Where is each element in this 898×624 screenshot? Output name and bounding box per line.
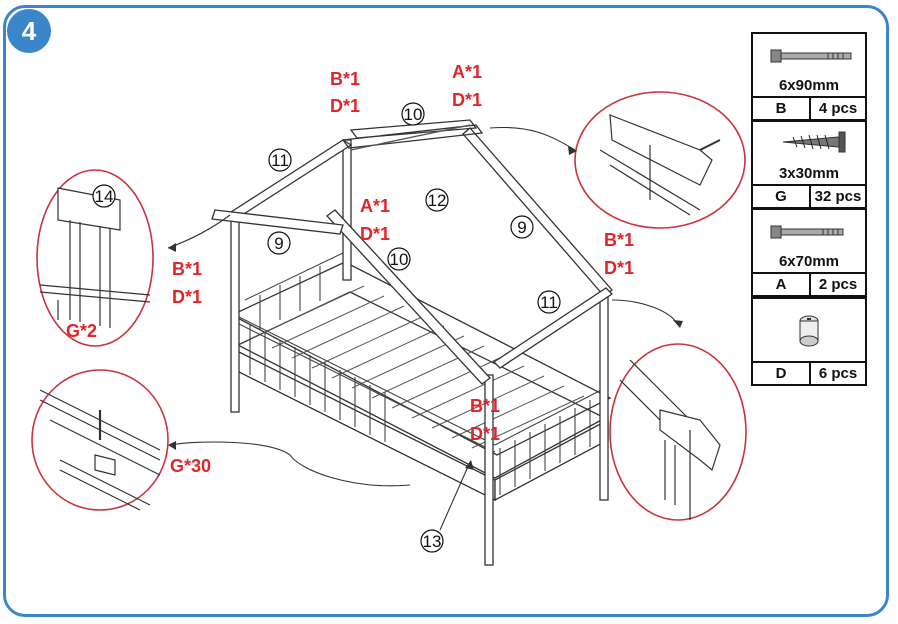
hardware-label: B*1 bbox=[470, 396, 500, 416]
hardware-qty: 32 pcs bbox=[814, 188, 862, 205]
part-marker-circle bbox=[92, 184, 116, 208]
barrel-nut-icon bbox=[753, 299, 865, 361]
hardware-box-bolt-6x70: 6x70mm A 2 pcs bbox=[751, 208, 867, 297]
hardware-label: D*1 bbox=[330, 96, 360, 116]
hardware-size: 6x90mm bbox=[778, 77, 840, 94]
hardware-size: 3x30mm bbox=[778, 165, 840, 182]
hardware-label: A*1 bbox=[360, 196, 390, 216]
part-number: 10 bbox=[390, 250, 409, 269]
hardware-code: A bbox=[753, 274, 811, 295]
part-marker-circle bbox=[510, 215, 534, 239]
part-number: 13 bbox=[423, 532, 442, 551]
part-marker-circle bbox=[267, 231, 291, 255]
part-marker-circle bbox=[420, 529, 444, 553]
bed-top-frame bbox=[230, 261, 612, 456]
hardware-label: B*1 bbox=[330, 69, 360, 89]
part-number: 11 bbox=[540, 293, 558, 312]
part-number: 12 bbox=[428, 191, 447, 210]
part-marker-circle bbox=[387, 247, 411, 271]
hardware-label: D*1 bbox=[470, 424, 500, 444]
post-back-left bbox=[230, 211, 240, 413]
hardware-box-bolt-6x90: 6x90mm B 4 pcs bbox=[751, 32, 867, 121]
part-marker-circle bbox=[268, 148, 292, 172]
part-marker-circle bbox=[537, 290, 561, 314]
roof-rafter-10-mid bbox=[326, 209, 491, 385]
part-number: 9 bbox=[274, 234, 283, 253]
screw-icon bbox=[753, 122, 865, 164]
hardware-code: G bbox=[753, 186, 811, 207]
part-number: 14 bbox=[95, 187, 114, 206]
part-number: 9 bbox=[517, 218, 526, 237]
hardware-label: D*1 bbox=[604, 258, 634, 278]
step-number-badge: 4 bbox=[7, 9, 51, 53]
hardware-qty: 6 pcs bbox=[818, 365, 858, 382]
hardware-label: A*1 bbox=[452, 62, 482, 82]
arrow-head bbox=[168, 243, 176, 252]
part-number: 10 bbox=[404, 105, 423, 124]
hardware-box-barrel-nut: D 6 pcs bbox=[751, 297, 867, 386]
post-front-right bbox=[599, 289, 609, 501]
hardware-code: B bbox=[753, 98, 811, 119]
hardware-label: B*1 bbox=[604, 230, 634, 250]
roof-rafter-9-left bbox=[211, 209, 344, 235]
hardware-size: 6x70mm bbox=[778, 253, 840, 270]
bolt-icon bbox=[753, 34, 865, 76]
hardware-label: G*2 bbox=[66, 321, 97, 341]
post-front-left bbox=[484, 374, 494, 566]
part-number: 11 bbox=[271, 151, 289, 170]
post-back-right bbox=[342, 139, 352, 281]
roof-beam-11-left bbox=[229, 139, 353, 218]
part-marker-circle bbox=[425, 188, 449, 212]
bolt-icon bbox=[753, 210, 865, 252]
hardware-label: B*1 bbox=[172, 259, 202, 279]
hardware-qty: 2 pcs bbox=[818, 276, 858, 293]
hardware-qty: 4 pcs bbox=[818, 100, 858, 117]
roof-ridge-10-top bbox=[349, 119, 478, 139]
roof-beam-11-right bbox=[492, 287, 614, 369]
step-frame bbox=[3, 5, 889, 617]
hardware-code: D bbox=[753, 363, 811, 384]
hardware-label: D*1 bbox=[172, 287, 202, 307]
part-marker-circle bbox=[401, 102, 425, 126]
hardware-label: G*30 bbox=[170, 456, 211, 476]
hardware-label: D*1 bbox=[452, 90, 482, 110]
hardware-label: D*1 bbox=[360, 224, 390, 244]
